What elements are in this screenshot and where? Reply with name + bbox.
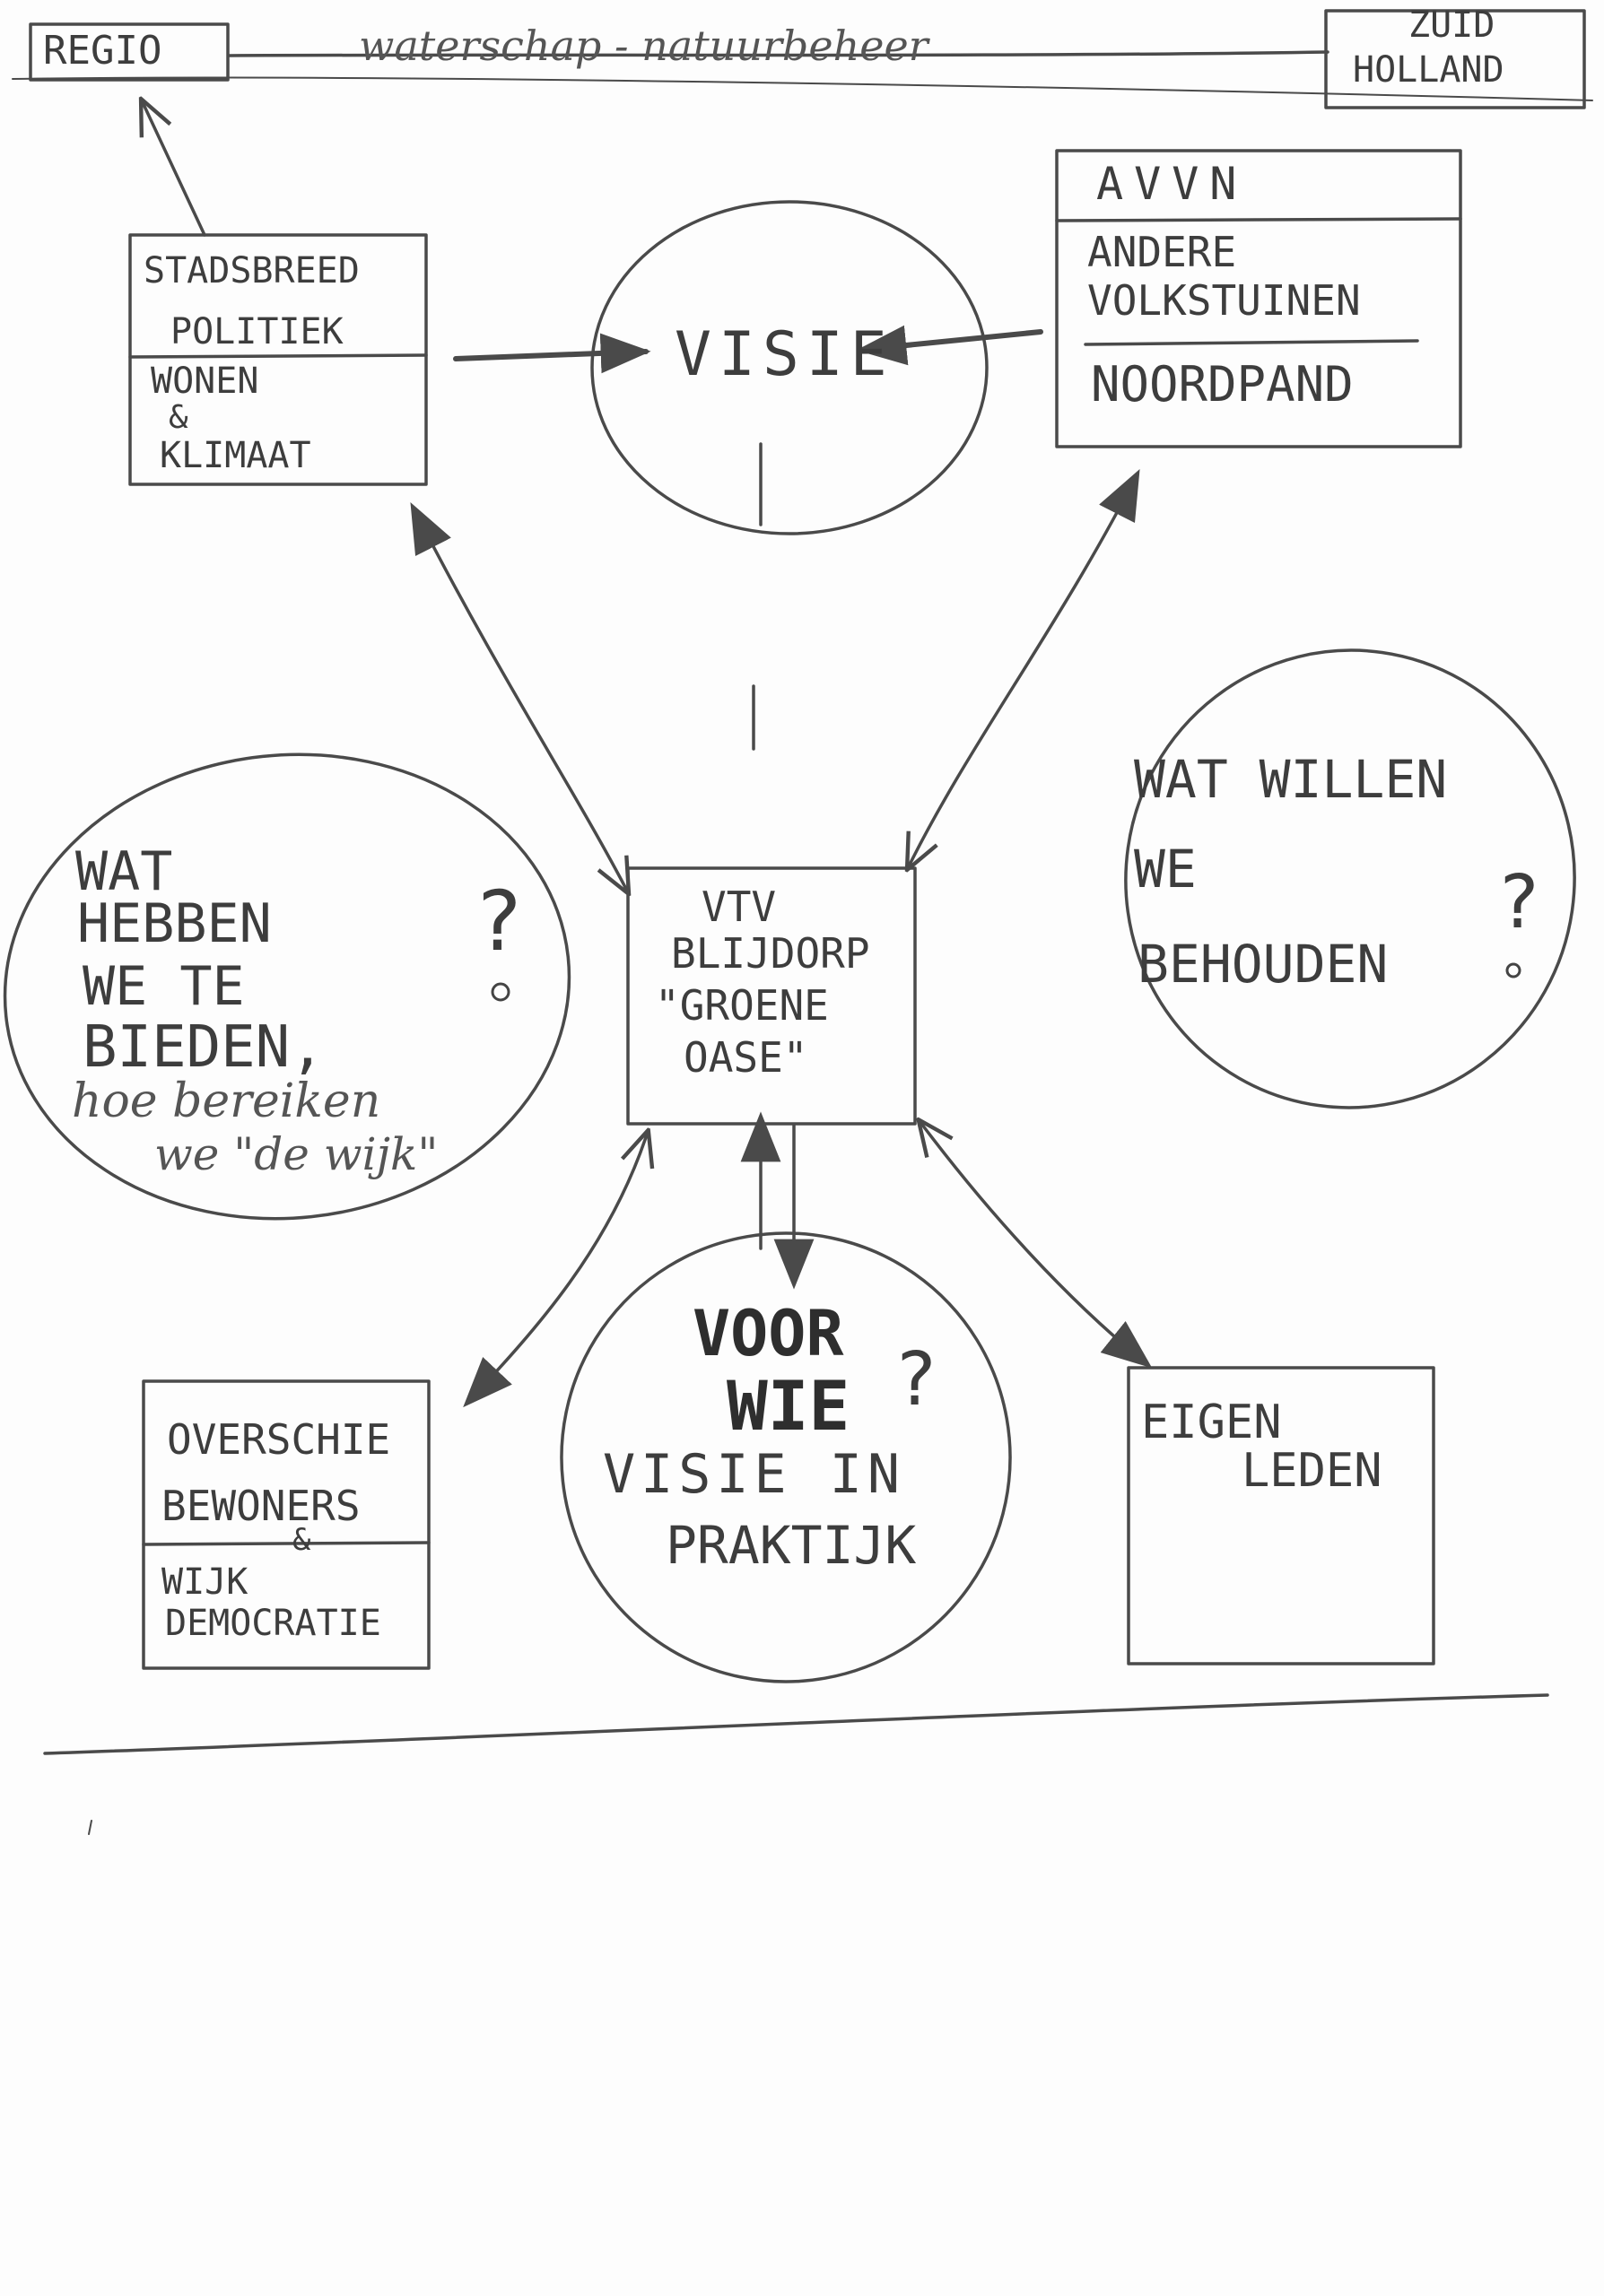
stadsbreed-center-connector	[413, 507, 628, 892]
avvn-box	[1055, 149, 1462, 448]
voor-wie-praktijk: PRAKTIJK	[666, 1515, 917, 1576]
pencil-mark	[88, 1820, 92, 1835]
avvn-divider-1	[1055, 217, 1462, 222]
wat-hebben-hebben: HEBBEN	[77, 892, 272, 955]
wat-hebben-de-wijk: we "de wijk"	[154, 1128, 439, 1180]
voor-wie-wie: WIE	[727, 1366, 850, 1446]
stadsbreed-klimaat: KLIMAAT	[160, 435, 311, 476]
overschie-ampersand: &	[292, 1522, 311, 1558]
stadsbreed-wonen: WONEN	[151, 361, 259, 402]
stadsbreed-to-visie-arrow	[453, 333, 651, 374]
avvn-noordpand: NOORDPAND	[1091, 356, 1354, 413]
avvn-volkstuinen: VOLKSTUINEN	[1087, 276, 1361, 325]
overschie-democratie: DEMOCRATIE	[165, 1603, 381, 1644]
center-overschie-connector	[466, 1132, 648, 1404]
holland-label: HOLLAND	[1353, 49, 1504, 91]
avvn-title: AVVN	[1096, 158, 1248, 210]
voor-wie-visie-in: VISIE IN	[603, 1443, 905, 1506]
wat-hebben-bieden: BIEDEN,	[83, 1014, 325, 1081]
bottom-rule	[43, 1693, 1549, 1755]
center-groene: "GROENE	[655, 981, 829, 1030]
center-oase: OASE"	[684, 1033, 808, 1082]
overschie-wijk: WIJK	[161, 1561, 248, 1603]
stadsbreed-ampersand: &	[169, 399, 188, 436]
wat-willen-ellipse	[1124, 648, 1576, 1109]
zuid-holland-box	[1324, 9, 1586, 109]
overschie-title: OVERSCHIE	[167, 1415, 391, 1464]
overschie-divider	[142, 1541, 431, 1546]
eigen-leden-eigen: EIGEN	[1141, 1396, 1282, 1449]
regio-box	[29, 22, 230, 82]
wat-hebben-wat: WAT	[75, 840, 173, 903]
voor-wie-question-mark: ?	[894, 1337, 938, 1422]
eigen-leden-box	[1127, 1366, 1435, 1665]
regio-label: REGIO	[43, 28, 162, 74]
voor-wie-voor: VOOR	[693, 1297, 844, 1370]
center-eigen-leden-connector	[920, 1121, 1148, 1365]
visie-ellipse	[590, 200, 989, 535]
center-blijdorp: BLIJDORP	[671, 929, 870, 978]
stadsbreed-politiek: POLITIEK	[170, 311, 344, 352]
overschie-bewoners: BEWONERS	[161, 1482, 361, 1530]
wat-willen-behouden: BEHOUDEN	[1138, 934, 1389, 995]
wat-hebben-question-mark: ?	[474, 874, 524, 970]
stadsbreed-divider	[128, 353, 428, 359]
wat-hebben-dot	[491, 982, 510, 1002]
wat-hebben-we-te: WE TE	[83, 955, 245, 1018]
wat-willen-we: WE	[1134, 839, 1197, 900]
visie-label: VISIE	[675, 319, 894, 390]
avvn-divider-2	[1084, 339, 1419, 346]
eigen-leden-leden: LEDEN	[1242, 1444, 1382, 1498]
avvn-to-visie-arrow	[856, 325, 1043, 366]
wat-willen-line1: WAT WILLEN	[1134, 749, 1448, 810]
wat-hebben-ellipse	[3, 752, 571, 1221]
voor-wie-ellipse	[560, 1231, 1012, 1683]
stadsbreed-title: STADSBREED	[144, 250, 360, 291]
header-link-text: waterschap - natuurbeheer	[359, 22, 928, 70]
header-line	[228, 50, 1329, 57]
overschie-box	[142, 1379, 431, 1670]
avvn-center-connector	[908, 474, 1138, 868]
avvn-andere: ANDERE	[1087, 228, 1237, 276]
stadsbreed-box	[128, 233, 428, 486]
center-vtv: VTV	[702, 883, 777, 931]
header-underline	[12, 76, 1593, 101]
wat-willen-dot	[1505, 962, 1521, 978]
zuid-label: ZUID	[1408, 4, 1495, 46]
stadsbreed-to-regio-arrow	[142, 100, 206, 237]
wat-hebben-hoe-bereiken: hoe bereiken	[72, 1074, 381, 1128]
wat-willen-question-mark: ?	[1496, 860, 1541, 945]
